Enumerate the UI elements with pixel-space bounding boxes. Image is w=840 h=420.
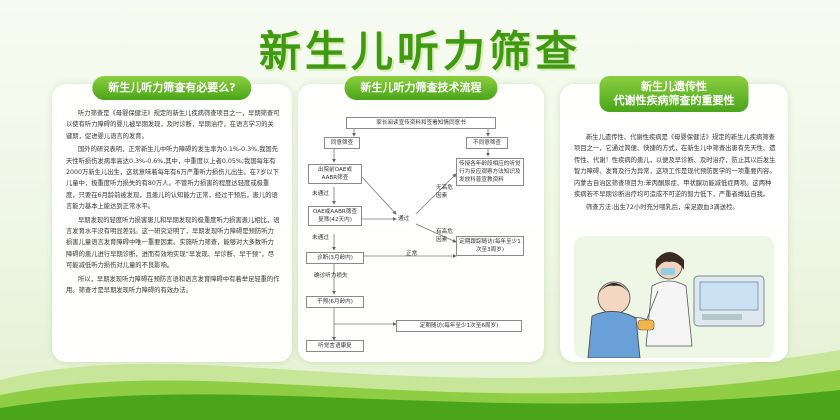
flow-label-pass: 通过 xyxy=(398,216,410,222)
genetic-paragraph: 筛查方法:出生72小时充分喂乳后，采足跟血3滴送检。 xyxy=(586,204,739,212)
flow-rescreen-box: OAE或AABR筛查复筛(42天内) xyxy=(308,206,362,226)
flow-rehab-box: 听觉言语康复 xyxy=(306,340,364,352)
necessity-paragraph: 国外的研究表明，正常新生儿中听力障碍的发生率为0.1%-0.3%,我国先天性听损… xyxy=(66,146,279,211)
flow-label-no-risk: 无高危因素 xyxy=(436,185,453,199)
flow-intervene-box: 干预(6月龄内) xyxy=(306,296,364,308)
flow-consent-box: 家长阅读宣传资料和签署知情同意书 xyxy=(346,117,496,129)
necessity-panel-title: 新生儿听力筛查有必要么? xyxy=(92,76,252,100)
necessity-body: 听力筛查是《母婴保健法》规定的新生儿疾病筛查项目之一，早期筛查可以使有听力障碍的… xyxy=(66,108,280,299)
necessity-paragraph: 早期发现的轻度听力损害患儿和早期发现的极重度听力损害患儿相比，语言发育水平没有明… xyxy=(66,216,280,270)
genetic-title-line1: 新生儿遗传性 xyxy=(641,80,707,93)
flow-agree-box: 同意筛查 xyxy=(324,137,360,149)
necessity-panel: 新生儿听力筛查有必要么? 听力筛查是《母婴保健法》规定的新生儿疾病筛查项目之一，… xyxy=(52,76,292,362)
flow-label-not-pass: 未通过 xyxy=(312,235,329,241)
flow-label-not-pass: 未通过 xyxy=(312,191,329,197)
necessity-paragraph: 听力筛查是《母婴保健法》规定的新生儿疾病筛查项目之一，早期筛查可以使有听力障碍的… xyxy=(66,110,280,140)
genetic-panel-title: 新生儿遗传性 代谢性疾病筛查的重要性 xyxy=(599,76,749,112)
flow-followup-normal-box: 定期跟踪随访(每年至少1次至3周岁) xyxy=(456,236,524,256)
flow-diagnose-box: 诊断(3月龄内) xyxy=(306,252,364,264)
flow-discharge-screen-box: 出院前OAE或AABR筛查 xyxy=(308,164,362,184)
green-wave-decoration xyxy=(0,350,840,420)
flow-label-normal: 正常 xyxy=(406,251,418,257)
flowchart-arrows xyxy=(332,126,490,341)
necessity-paragraph: 所以，早期发现听力障碍在预防言语和语言发育障碍中有着举足轻重的作用。筛查才是早期… xyxy=(66,275,280,295)
flow-inform-box: 传授各年龄段相应的听觉行为反应观察方法知识及发放科普宣教资料 xyxy=(456,158,524,186)
genetic-paragraph: 新生儿遗传性、代谢性疾病是《母婴保健法》规定的新生儿疾病筛查项目之一，它通过简便… xyxy=(574,134,776,199)
flow-disagree-box: 不同意筛查 xyxy=(466,137,508,149)
page-title: 新生儿听力筛查 xyxy=(258,27,581,76)
flow-label-confirm: 确诊听力损失 xyxy=(314,273,348,279)
hearing-screening-illustration xyxy=(574,236,774,358)
genetic-title-line2: 代谢性疾病筛查的重要性 xyxy=(613,94,735,107)
process-panel-title: 新生儿听力筛查技术流程 xyxy=(344,76,498,100)
genetic-body: 新生儿遗传性、代谢性疾病是《母婴保健法》规定的新生儿疾病筛查项目之一，它通过简便… xyxy=(574,132,776,216)
flow-label-risk: 有高危因素 xyxy=(436,229,453,243)
flow-followup-intervene-box: 定期随访(每年至少1次至6周岁) xyxy=(396,320,522,332)
